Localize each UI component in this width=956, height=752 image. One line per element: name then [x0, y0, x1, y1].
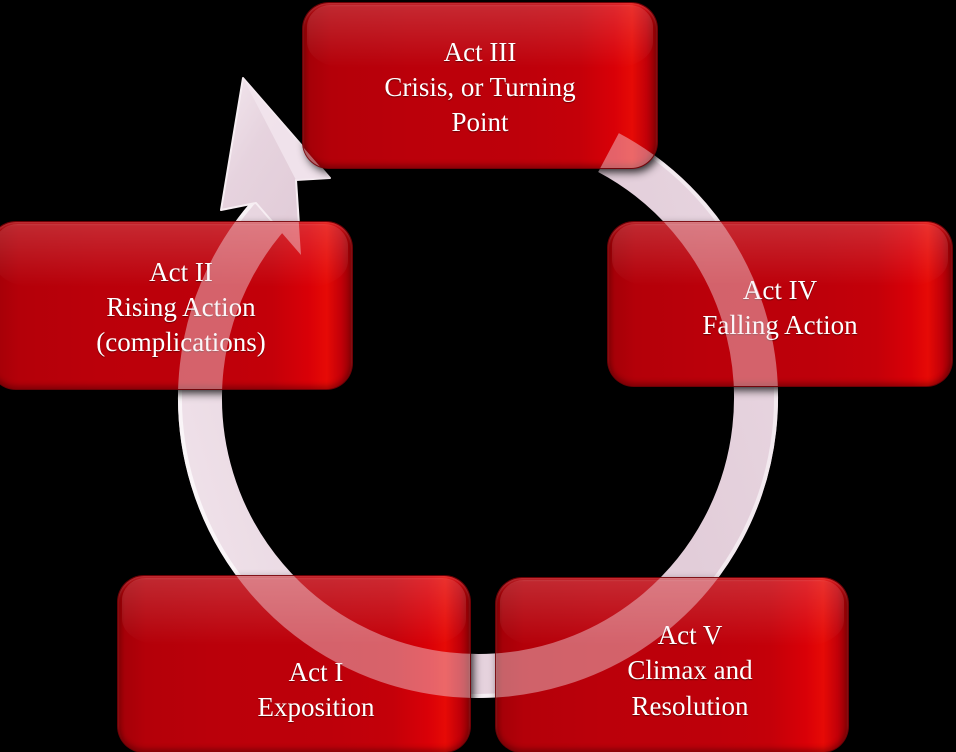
node-act-2-title: Act II: [149, 256, 213, 287]
node-act-2[interactable]: Act II Rising Action (complications): [0, 222, 352, 389]
node-act-3-text: Act III Crisis, or Turning Point: [303, 35, 657, 140]
node-act-2-desc-line2: (complications): [96, 327, 266, 358]
node-act-4-title: Act IV: [742, 274, 818, 305]
node-act-3-title: Act III: [443, 36, 517, 67]
node-act-1-desc: Exposition: [257, 692, 375, 722]
node-act-4-text: Act IV Falling Action: [608, 273, 952, 343]
node-act-5-desc-line2: Resolution: [631, 690, 749, 721]
node-act-5[interactable]: Act V Climax and Resolution: [496, 578, 848, 752]
node-act-3-desc-line1: Crisis, or Turning: [384, 71, 576, 102]
node-act-5-desc-line1: Climax and: [627, 655, 753, 686]
node-act-1[interactable]: Act I Exposition: [118, 576, 470, 752]
node-act-2-desc-line1: Rising Action: [106, 291, 256, 322]
node-act-4[interactable]: Act IV Falling Action: [608, 222, 952, 386]
node-act-3-desc-line2: Point: [451, 107, 509, 138]
node-act-4-desc: Falling Action: [702, 310, 858, 340]
node-act-3[interactable]: Act III Crisis, or Turning Point: [303, 3, 657, 168]
node-act-5-text: Act V Climax and Resolution: [514, 618, 866, 723]
node-act-5-title: Act V: [657, 620, 723, 651]
node-act-1-text: Act I Exposition: [140, 655, 492, 725]
node-act-2-text: Act II Rising Action (complications): [0, 255, 362, 360]
node-act-1-title: Act I: [288, 656, 344, 687]
